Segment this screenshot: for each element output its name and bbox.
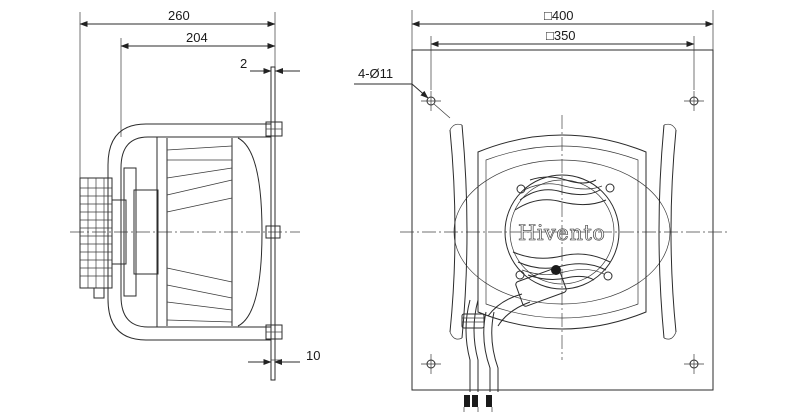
mount-hole-bottom-left [421, 354, 441, 374]
dim-bottom-offset-label: 10 [306, 348, 320, 363]
support-bar-left [449, 123, 468, 340]
dim-impeller-length: 204 [120, 30, 276, 49]
power-cables [461, 299, 499, 412]
support-bar-right [658, 123, 677, 340]
dim-overall-length-label: 260 [168, 8, 190, 23]
motor-disc: Hivento [504, 174, 620, 290]
dim-overall-length: 260 [79, 8, 276, 27]
dim-hole-spacing-label: □350 [546, 28, 576, 43]
dim-bottom-offset: 10 [248, 348, 320, 365]
mounting-plate-edge [270, 66, 276, 381]
dim-hole-spacing: □350 [430, 28, 695, 47]
side-view: 260 204 2 10 [70, 8, 320, 381]
dim-plate-size: □400 [411, 8, 714, 27]
plate-bolt-middle [265, 225, 281, 239]
bracket-frame [107, 123, 271, 341]
mount-hole-top-right [684, 91, 704, 111]
mount-hole-top-left [421, 91, 441, 111]
front-mounting-plate [411, 49, 714, 391]
plate-bolt-top [265, 121, 283, 137]
motor-cooling-fins [79, 177, 113, 299]
dim-impeller-length-label: 204 [186, 30, 208, 45]
cable-gland [487, 265, 567, 327]
plate-bolt-bottom [265, 324, 283, 340]
bracket-frame-inner [120, 136, 271, 328]
front-view: Hivento [354, 8, 730, 412]
brand-logo: Hivento [518, 221, 605, 245]
dim-mount-holes: 4-Ø11 [354, 66, 451, 119]
dim-plate-thickness-label: 2 [240, 56, 247, 71]
fan-inlet-ring [453, 134, 671, 330]
dim-plate-size-label: □400 [544, 8, 574, 23]
mount-hole-bottom-right [684, 354, 704, 374]
dim-plate-thickness: 2 [240, 56, 300, 74]
impeller-side [156, 137, 263, 327]
dim-mount-holes-label: 4-Ø11 [358, 66, 393, 81]
